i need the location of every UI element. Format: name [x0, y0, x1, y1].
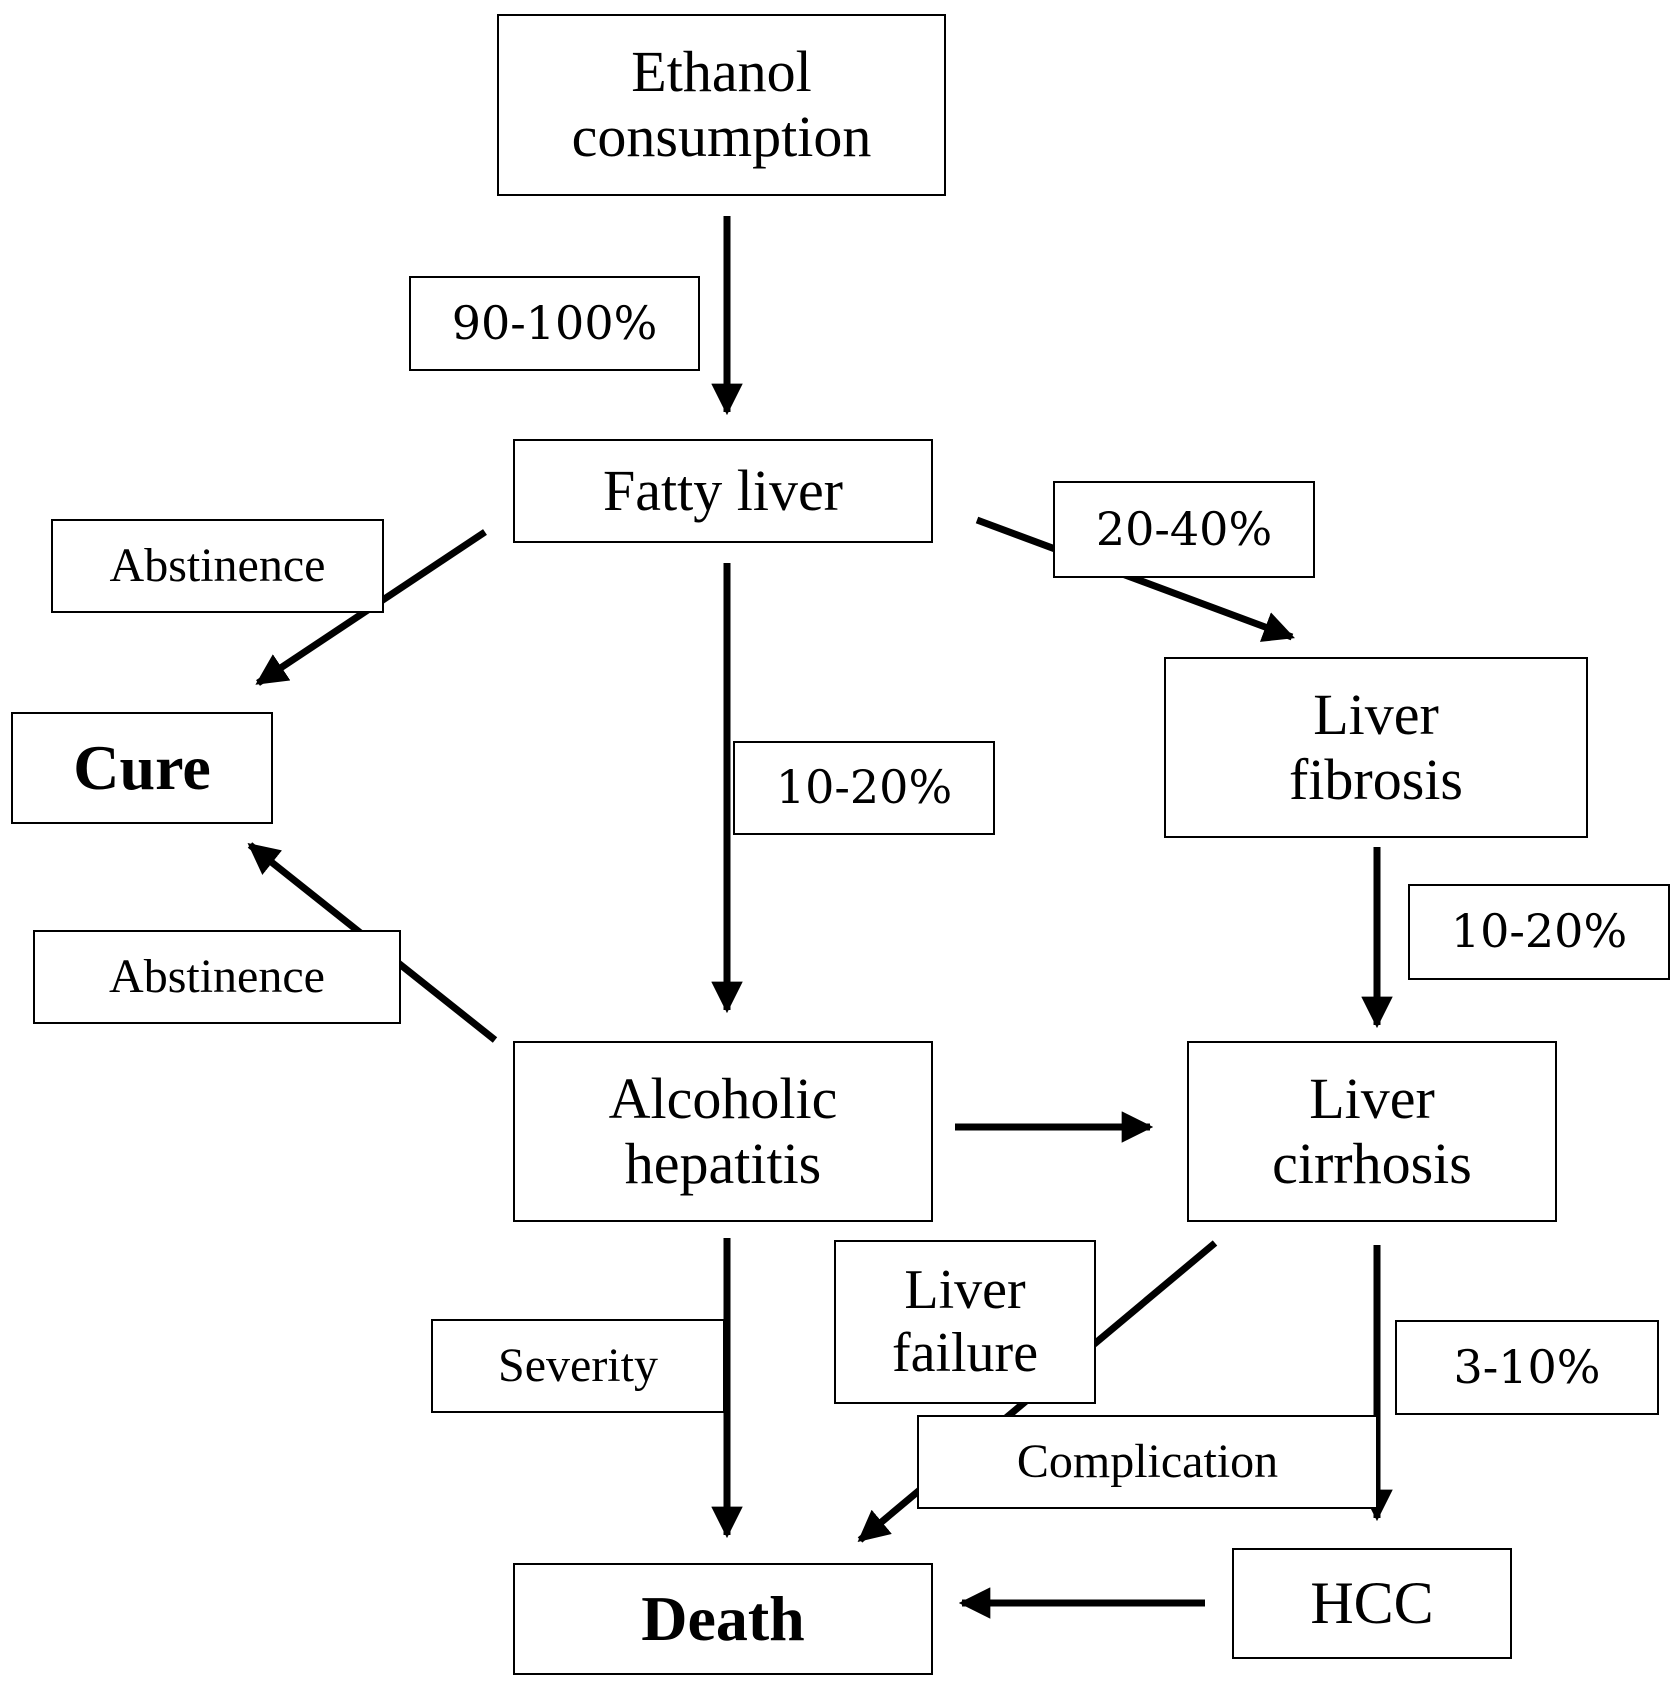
node-death: Death	[513, 1563, 933, 1675]
node-cure: Cure	[11, 712, 273, 824]
node-liver-fibrosis: Liver fibrosis	[1164, 657, 1588, 838]
label-hepatitis-abstinence: Abstinence	[33, 930, 401, 1024]
label-fatty-liver-abstinence: Abstinence	[51, 519, 384, 613]
node-fatty-liver: Fatty liver	[513, 439, 933, 543]
label-fatty-liver-to-fibrosis: 20-40%	[1053, 481, 1315, 578]
label-cirrhosis-to-hcc: 3-10%	[1395, 1320, 1659, 1415]
node-ethanol-consumption: Ethanol consumption	[497, 14, 946, 196]
label-fatty-liver-to-hepatitis: 10-20%	[733, 741, 995, 835]
label-complication: Complication	[917, 1415, 1378, 1509]
label-liver-failure: Liver failure	[834, 1240, 1096, 1404]
node-hcc: HCC	[1232, 1548, 1512, 1659]
label-ethanol-to-fatty-liver: 90-100%	[409, 276, 700, 371]
label-fibrosis-to-cirrhosis: 10-20%	[1408, 884, 1670, 980]
node-liver-cirrhosis: Liver cirrhosis	[1187, 1041, 1557, 1222]
label-hepatitis-severity: Severity	[431, 1319, 725, 1413]
arrow-fatty-liver-to-fibrosis	[975, 516, 1295, 642]
node-alcoholic-hepatitis: Alcoholic hepatitis	[513, 1041, 933, 1222]
